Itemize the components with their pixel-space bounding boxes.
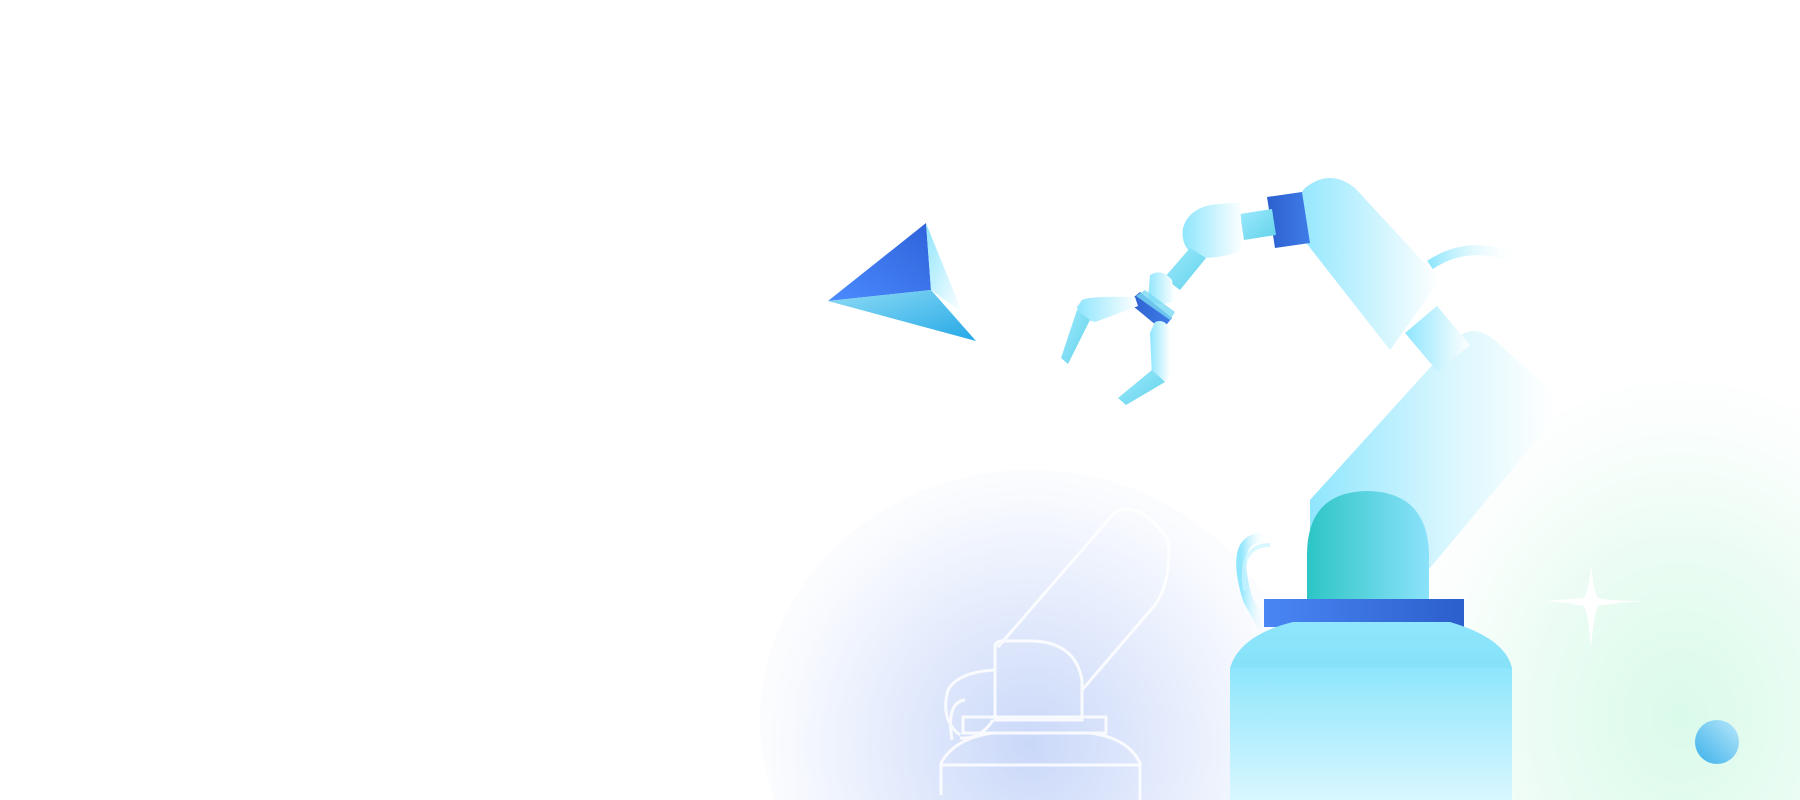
- ghost-robot-outline: [939, 507, 1171, 800]
- base-cable: [1236, 532, 1271, 633]
- robot-claw-right-finger: [1118, 321, 1170, 405]
- robot-wrist-connector: [1240, 209, 1276, 240]
- paper-plane-pyramid-icon: [828, 223, 976, 341]
- robot-elbow-connector: [1405, 306, 1470, 372]
- blue-dot: [1695, 720, 1739, 764]
- robot-base: [1230, 491, 1512, 800]
- robot-forearm-joint: [1182, 203, 1243, 258]
- robot-claw-left-finger: [1061, 296, 1138, 364]
- sparkle-star-icon: [1545, 565, 1645, 648]
- robot-upper-arm: [1293, 178, 1440, 350]
- upper-cable-arc: [1427, 245, 1523, 270]
- robot-claw-connector: [1164, 248, 1206, 290]
- robot-wrist-block: [1267, 192, 1310, 248]
- robot-claw-hub: [1128, 272, 1175, 330]
